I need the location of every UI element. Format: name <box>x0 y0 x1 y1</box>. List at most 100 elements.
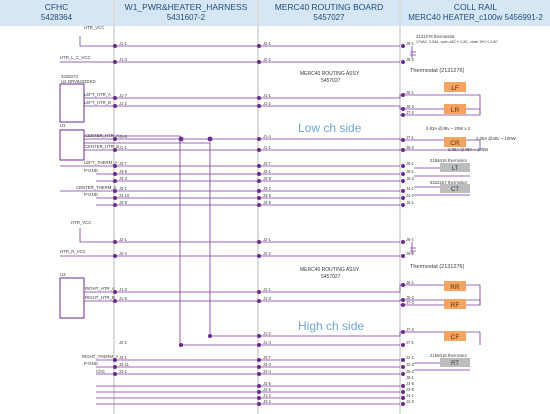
header-coll-rail-part: MERC40 HEATER_c100w 5456991-2 <box>408 13 543 22</box>
pin-dot <box>113 254 117 258</box>
pin-label: J2-2 <box>263 57 272 62</box>
label-power-center-2: 2.08A @48V ~ 100W <box>448 147 489 152</box>
wire-htr-vcc-mid <box>79 228 400 243</box>
pin-dot <box>401 113 405 117</box>
pin-label: J8-1 <box>406 237 415 242</box>
pin-dot <box>257 196 261 200</box>
wire-rr <box>84 284 481 306</box>
pin-label: J3-5 <box>263 381 272 386</box>
pin-dot <box>257 365 261 369</box>
pin-dot <box>257 179 261 183</box>
thermostat-mid-symbol <box>410 242 416 254</box>
label-htr-vcc-mid: HTR_VCC <box>71 220 91 225</box>
pin-dot <box>257 290 261 294</box>
pin-dot <box>401 189 405 193</box>
label-high-ch-side: High ch side <box>298 319 364 333</box>
pin-label: J8-2 <box>406 251 415 256</box>
pin-dot <box>257 148 261 152</box>
pin-label: J2-2 <box>263 251 272 256</box>
pin-label: J1-2 <box>263 331 272 336</box>
label-therm-part-1: 2159416 thermistor <box>430 158 468 163</box>
label-heater-lr: LR <box>451 107 460 114</box>
pin-dot <box>113 104 117 108</box>
pin-dot <box>257 164 261 168</box>
label-power-center-1: 2.06A @48v ~ 100W <box>476 136 517 141</box>
label-therm-part-3: 2159416 thermistor <box>430 353 468 358</box>
pin-dot <box>257 299 261 303</box>
heater-lf <box>444 82 466 92</box>
pin-label: J3-8 <box>119 200 128 205</box>
label-thermostat-top-part: 2131276 thermostat <box>416 34 455 39</box>
pin-dot <box>113 196 117 200</box>
heater-blocks <box>440 82 470 367</box>
label-p-gnd-2: P-GND <box>84 192 98 197</box>
thermostat-top-symbol <box>410 46 416 58</box>
pin-dot <box>257 396 261 400</box>
label-left-htr-a: LEFT_HTR_A <box>84 92 111 97</box>
pin-label: J2-3 <box>406 362 415 367</box>
wire-rf <box>84 299 481 305</box>
pin-dot <box>113 96 117 100</box>
label-htr-vcc-top: HTR_VCC <box>84 25 104 30</box>
pin-label: J3-6 <box>263 387 272 392</box>
pin-label: J1-3 <box>119 287 128 292</box>
pin-dot <box>401 148 405 152</box>
pin-dot <box>401 138 405 142</box>
pin-label: J3-3 <box>119 176 128 181</box>
wire-therm-group-1 <box>60 165 400 206</box>
pin-label: J1-7 <box>119 93 128 98</box>
thermostat-symbols <box>410 46 416 254</box>
heater-lr <box>444 104 466 114</box>
label-thermostat-top-spec: 17VAC, 3.53A, open 48C+/-2.8C, close 39C… <box>416 40 498 44</box>
pin-dot <box>401 164 405 168</box>
label-htr-l-c-vcc: HTR_L_C_VCC <box>60 55 91 60</box>
pin-label: J6-1 <box>406 90 415 95</box>
pin-dot <box>401 60 405 64</box>
pin-dot <box>257 104 261 108</box>
pin-dot <box>401 365 405 369</box>
pin-label: J7-2 <box>406 327 415 332</box>
pin-label: J3-5 <box>406 381 415 386</box>
label-routing-assy-1-part: 5457027 <box>321 78 341 84</box>
pin-dot <box>401 390 405 394</box>
label-p-gnd-3: P-GND <box>84 361 98 366</box>
pin-label: J3-5 <box>263 193 272 198</box>
label-center-htr-a: CENTER_HTR_A <box>85 133 119 138</box>
label-thermostat-2: Thermostat (2131276) <box>410 264 465 270</box>
pin-dot <box>401 298 405 302</box>
wire-cr <box>84 138 481 151</box>
pin-dots <box>113 44 405 406</box>
pin-dot <box>257 372 261 376</box>
pin-dot <box>257 44 261 48</box>
pin-dot <box>113 60 117 64</box>
pin-dot <box>113 372 117 376</box>
label-therm-lt: LT <box>452 166 459 172</box>
pin-label: J6-2 <box>406 145 415 150</box>
label-u3: U3 <box>60 272 66 277</box>
pin-dot <box>257 96 261 100</box>
pin-dot <box>113 164 117 168</box>
pin-dot <box>257 254 261 258</box>
wires <box>60 36 481 405</box>
pin-label: J3-10 <box>119 193 130 198</box>
pin-label: J3-8 <box>263 176 272 181</box>
header-routing-board: MERC40 ROUTING BOARD 5457027 <box>259 0 399 26</box>
pin-dot <box>113 137 117 141</box>
pin-dot <box>401 396 405 400</box>
heater-rr <box>444 281 466 291</box>
label-thermostat-1: Thermostat (2131276) <box>410 68 465 74</box>
pin-dot <box>401 384 405 388</box>
thermistor-lt <box>440 163 470 172</box>
wire-bottom-stub <box>96 385 400 405</box>
heater-cf <box>444 331 466 341</box>
pin-dot <box>401 196 405 200</box>
label-heater-cr: CR <box>450 140 460 147</box>
pin-dot <box>401 44 405 48</box>
heater-cr <box>444 137 466 147</box>
pin-dot <box>257 137 261 141</box>
pin-label: J8-1 <box>406 169 415 174</box>
label-power-left: 0.83A @48v ~ 20W x 2 <box>426 126 471 131</box>
pin-label: J2-1 <box>119 237 128 242</box>
pin-dot <box>401 179 405 183</box>
pin-dot <box>113 179 117 183</box>
